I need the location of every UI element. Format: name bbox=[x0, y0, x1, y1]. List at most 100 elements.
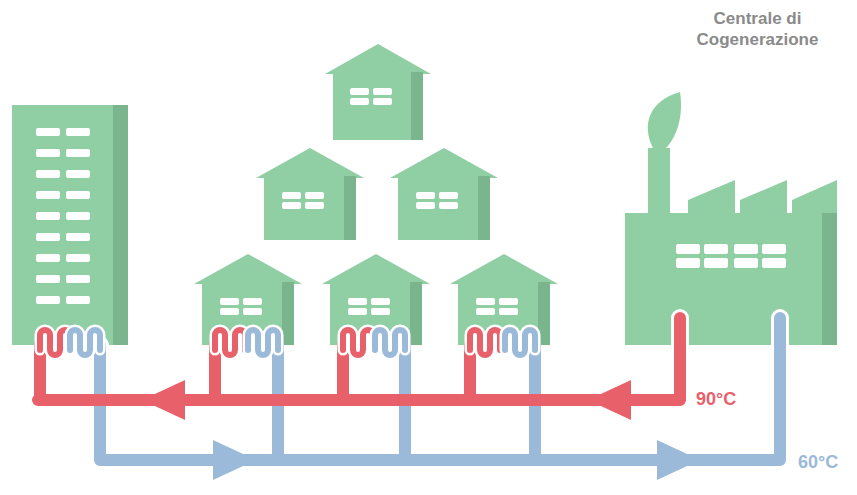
pipe bbox=[215, 330, 245, 355]
pipe bbox=[470, 330, 500, 355]
pipe bbox=[343, 330, 373, 355]
house bbox=[194, 254, 302, 284]
pipe bbox=[657, 440, 700, 480]
window bbox=[373, 88, 392, 95]
window bbox=[66, 275, 90, 283]
window bbox=[36, 149, 60, 157]
house bbox=[450, 254, 558, 284]
window bbox=[66, 191, 90, 199]
window bbox=[36, 212, 60, 220]
house bbox=[333, 72, 423, 140]
window bbox=[220, 308, 239, 315]
window bbox=[499, 308, 518, 315]
pipe bbox=[588, 380, 631, 420]
pipe bbox=[248, 330, 278, 355]
window bbox=[704, 244, 728, 254]
window bbox=[36, 296, 60, 304]
window bbox=[762, 258, 786, 268]
house bbox=[390, 148, 498, 178]
house bbox=[194, 44, 558, 345]
window bbox=[66, 233, 90, 241]
window bbox=[350, 98, 369, 105]
house bbox=[344, 176, 356, 240]
window bbox=[243, 308, 262, 315]
window bbox=[439, 192, 458, 199]
window bbox=[476, 308, 495, 315]
house bbox=[410, 282, 422, 345]
house bbox=[411, 72, 423, 140]
pipe bbox=[142, 380, 185, 420]
factory bbox=[648, 148, 670, 218]
house bbox=[256, 148, 364, 178]
factory bbox=[625, 92, 837, 345]
window bbox=[66, 296, 90, 304]
window bbox=[734, 244, 758, 254]
factory bbox=[822, 213, 837, 345]
pipe bbox=[375, 330, 405, 355]
window bbox=[416, 202, 435, 209]
pipe bbox=[343, 330, 373, 355]
window bbox=[36, 128, 60, 136]
pipe bbox=[215, 330, 245, 355]
factory bbox=[625, 213, 837, 345]
window bbox=[36, 233, 60, 241]
window bbox=[66, 212, 90, 220]
pipe bbox=[38, 318, 680, 400]
pipe bbox=[70, 330, 100, 355]
window bbox=[762, 244, 786, 254]
window bbox=[36, 191, 60, 199]
window bbox=[36, 254, 60, 262]
window bbox=[36, 275, 60, 283]
tower-building bbox=[12, 105, 128, 345]
pipe bbox=[248, 330, 278, 355]
window bbox=[66, 149, 90, 157]
pipe bbox=[505, 330, 535, 355]
pipe bbox=[375, 330, 405, 355]
house bbox=[264, 176, 356, 240]
plant-title: Centrale di Cogenerazione bbox=[673, 8, 843, 50]
window bbox=[66, 254, 90, 262]
window bbox=[734, 258, 758, 268]
window bbox=[348, 308, 367, 315]
house bbox=[478, 176, 490, 240]
factory bbox=[648, 92, 681, 152]
window bbox=[305, 202, 324, 209]
pipe bbox=[213, 440, 256, 480]
window bbox=[373, 98, 392, 105]
window bbox=[476, 298, 495, 305]
house bbox=[325, 44, 431, 74]
factory bbox=[688, 180, 837, 215]
window bbox=[499, 298, 518, 305]
window bbox=[66, 128, 90, 136]
house bbox=[282, 282, 294, 345]
window bbox=[416, 192, 435, 199]
window bbox=[348, 298, 367, 305]
window bbox=[220, 298, 239, 305]
window bbox=[305, 192, 324, 199]
window bbox=[371, 298, 390, 305]
window bbox=[36, 170, 60, 178]
house bbox=[398, 176, 490, 240]
window bbox=[350, 88, 369, 95]
window bbox=[371, 308, 390, 315]
window bbox=[439, 202, 458, 209]
tower-building bbox=[113, 105, 128, 345]
temperature-label: 90°C bbox=[696, 389, 736, 410]
plant-node: Centrale di Cogenerazione bbox=[660, 8, 855, 348]
window bbox=[282, 202, 301, 209]
pipe bbox=[505, 330, 535, 355]
window bbox=[676, 258, 700, 268]
window bbox=[66, 170, 90, 178]
window bbox=[704, 258, 728, 268]
pipe bbox=[70, 330, 100, 355]
window bbox=[676, 244, 700, 254]
tower-building bbox=[12, 105, 128, 345]
window bbox=[36, 88, 786, 315]
window bbox=[282, 192, 301, 199]
pipe bbox=[38, 318, 680, 400]
temperature-label: 60°C bbox=[798, 452, 838, 473]
house bbox=[322, 254, 430, 284]
pipe bbox=[470, 330, 500, 355]
window bbox=[243, 298, 262, 305]
